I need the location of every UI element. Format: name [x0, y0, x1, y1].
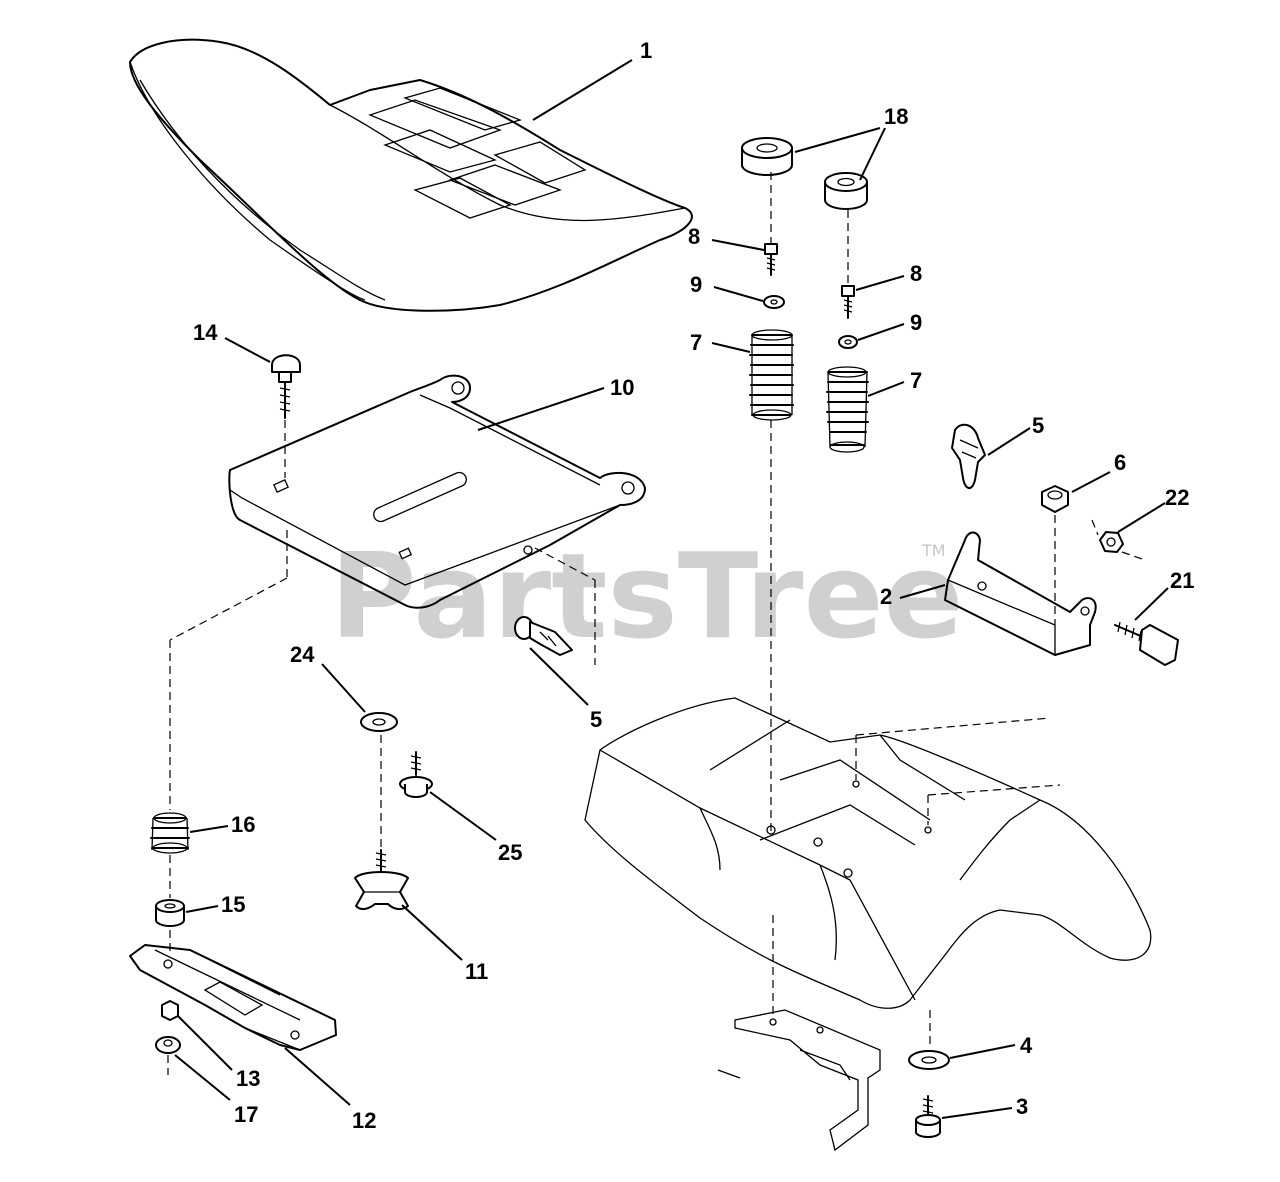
leader-8b [855, 275, 905, 291]
lever-knob-lower-part[interactable] [514, 616, 573, 656]
callout-8a: 8 [688, 224, 700, 249]
leader-1 [532, 59, 633, 121]
callout-2: 2 [880, 584, 892, 609]
leader-16 [189, 825, 229, 833]
spacer-right-part[interactable] [824, 172, 868, 210]
callout-5b: 5 [590, 707, 602, 732]
callout-12: 12 [352, 1108, 376, 1133]
seat-part[interactable] [129, 38, 693, 312]
centerline-body-b [855, 717, 1051, 736]
watermark-text: PartsTree [330, 527, 964, 665]
leader-15 [185, 905, 219, 913]
callout-6: 6 [1114, 450, 1126, 475]
leader-17 [174, 1054, 231, 1101]
seat-pan-part[interactable] [228, 374, 646, 609]
leader-18a [794, 127, 881, 153]
tractor-body-part [584, 697, 1152, 1009]
washer-4-part[interactable] [908, 1050, 950, 1070]
lever-knob-upper-part[interactable] [951, 423, 986, 489]
leader-12 [284, 1047, 351, 1106]
screw-3-part[interactable] [915, 1095, 941, 1138]
leader-22 [1117, 502, 1166, 533]
leader-18b [859, 127, 886, 181]
nut-22-part[interactable] [1099, 531, 1124, 553]
centerline-pan-right [534, 547, 596, 581]
washer-right-part[interactable] [838, 335, 858, 349]
centerline-body-d [927, 784, 1061, 796]
callout-8b: 8 [910, 261, 922, 286]
callout-7a: 7 [690, 330, 702, 355]
callout-7b: 7 [910, 368, 922, 393]
centerline-pan-diagonal [169, 577, 288, 641]
bracket-part[interactable] [944, 531, 1097, 657]
locknut-17-part[interactable] [155, 1036, 181, 1054]
callout-10: 10 [610, 375, 634, 400]
leader-7a [711, 342, 751, 353]
leader-4 [949, 1044, 1016, 1059]
callout-22: 22 [1165, 485, 1189, 510]
callout-1: 1 [640, 38, 652, 63]
washer-left-part[interactable] [763, 295, 785, 309]
callout-16: 16 [231, 812, 255, 837]
leader-6 [1071, 471, 1111, 493]
lower-mount-bracket-part [717, 1009, 881, 1152]
leader-21 [1134, 587, 1169, 621]
leader-13 [177, 1015, 233, 1071]
adjustment-knob-part[interactable] [354, 849, 409, 911]
callout-17: 17 [234, 1102, 258, 1127]
nut-13-part[interactable] [161, 1000, 179, 1021]
callout-9b: 9 [910, 310, 922, 335]
spacer-15-part[interactable] [155, 899, 185, 927]
watermark-trademark: TM [921, 541, 946, 560]
callout-3: 3 [1016, 1094, 1028, 1119]
leader-8a [711, 239, 765, 251]
nut-part[interactable] [1041, 485, 1069, 513]
spring-left-part[interactable] [749, 329, 794, 421]
leader-2 [899, 584, 946, 599]
centerline-22b [1121, 551, 1146, 561]
callout-15: 15 [221, 892, 245, 917]
leader-24 [321, 663, 366, 713]
screw-right-part[interactable] [841, 285, 855, 319]
callout-11: 11 [465, 959, 488, 984]
screw-left-part[interactable] [764, 243, 778, 276]
leader-9a [713, 286, 764, 302]
callout-25: 25 [498, 840, 522, 865]
leader-5b [529, 647, 589, 706]
shoulder-bolt-part[interactable] [399, 751, 433, 798]
leader-5a [987, 427, 1031, 456]
callout-24: 24 [290, 642, 315, 667]
leader-14 [224, 337, 271, 363]
callout-4: 4 [1020, 1033, 1033, 1058]
callout-14: 14 [193, 320, 218, 345]
leader-10 [477, 387, 605, 431]
washer-24-part[interactable] [360, 712, 398, 732]
spacer-left-part[interactable] [741, 137, 793, 176]
callout-18: 18 [884, 104, 908, 129]
leader-7b [867, 381, 905, 397]
callout-5a: 5 [1032, 413, 1044, 438]
leader-9b [857, 323, 905, 341]
callout-21: 21 [1170, 568, 1194, 593]
leader-3 [941, 1107, 1013, 1119]
bolt-21-part[interactable] [1114, 621, 1179, 666]
callout-13: 13 [236, 1066, 260, 1091]
spring-right-part[interactable] [826, 366, 869, 453]
leader-11 [401, 904, 463, 961]
plate-part[interactable] [129, 944, 337, 1051]
callout-9a: 9 [690, 272, 702, 297]
carriage-bolt-part[interactable] [271, 354, 301, 419]
centerline-22a [1091, 519, 1099, 536]
spring-16-part[interactable] [150, 812, 190, 854]
leader-25 [429, 791, 497, 841]
